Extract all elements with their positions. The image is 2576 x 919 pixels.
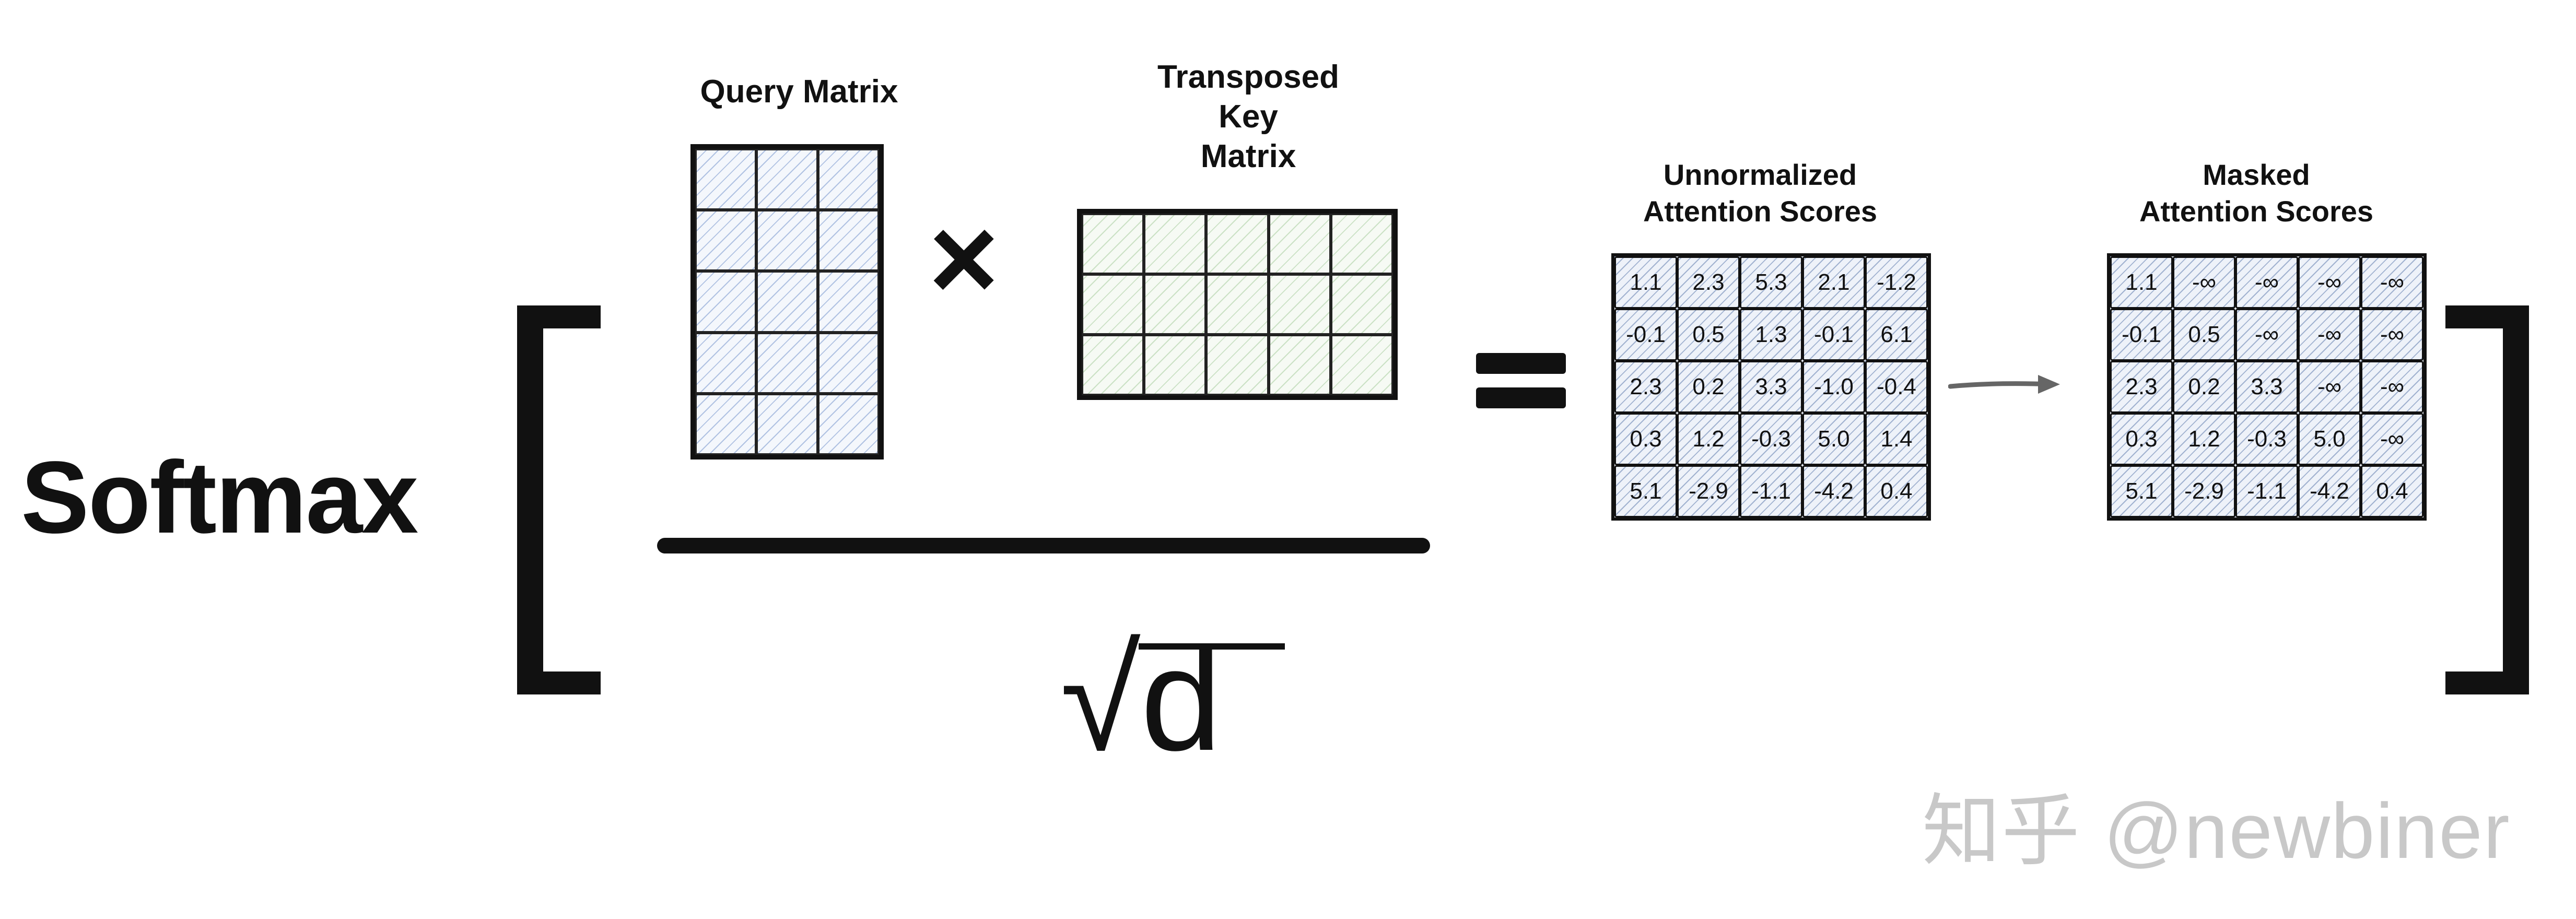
matrix-cell <box>817 393 879 455</box>
score-cell: -∞ <box>2361 413 2423 465</box>
score-cell: 2.3 <box>1677 256 1740 309</box>
masked-scores-title: Masked Attention Scores <box>2139 158 2374 228</box>
score-cell: -2.9 <box>1677 465 1740 517</box>
score-cell: -1.0 <box>1802 361 1865 413</box>
matrix-cell <box>1206 335 1269 395</box>
matrix-cell <box>695 149 757 210</box>
matrix-cell <box>1144 214 1207 274</box>
score-cell: 0.4 <box>2361 465 2423 517</box>
matrix-cell <box>695 332 757 394</box>
matrix-cell <box>756 332 818 394</box>
unnormalized-scores-title: Unnormalized Attention Scores <box>1643 158 1878 228</box>
score-cell: 3.3 <box>1740 361 1802 413</box>
matrix-cell <box>756 210 818 272</box>
score-cell: 5.0 <box>1802 413 1865 465</box>
score-cell: -∞ <box>2235 309 2298 361</box>
score-cell: 5.0 <box>2298 413 2361 465</box>
score-cell: -1.1 <box>2235 465 2298 517</box>
softmax-label: Softmax <box>21 440 418 555</box>
matrix-cell <box>1206 214 1269 274</box>
score-cell: -∞ <box>2361 361 2423 413</box>
score-cell: 5.1 <box>1614 465 1677 517</box>
score-cell: 1.2 <box>2173 413 2235 465</box>
score-cell: -∞ <box>2298 309 2361 361</box>
matrix-cell <box>1082 335 1144 395</box>
score-cell: 1.3 <box>1740 309 1802 361</box>
score-cell: -∞ <box>2361 309 2423 361</box>
score-cell: 0.3 <box>1614 413 1677 465</box>
matrix-cell <box>695 271 757 333</box>
score-cell: 0.5 <box>1677 309 1740 361</box>
matrix-cell <box>817 271 879 333</box>
score-cell: 2.3 <box>2110 361 2173 413</box>
matrix-cell <box>1144 335 1207 395</box>
query-matrix-title: Query Matrix <box>700 74 898 110</box>
key-matrix-title: Transposed Key Matrix <box>1157 59 1339 174</box>
score-cell: -4.2 <box>1802 465 1865 517</box>
score-cell: -1.1 <box>1740 465 1802 517</box>
matrix-cell <box>756 393 818 455</box>
key-matrix <box>1077 209 1398 400</box>
matrix-cell <box>695 393 757 455</box>
score-cell: -1.2 <box>1865 256 1928 309</box>
score-cell: 5.3 <box>1740 256 1802 309</box>
score-cell: 6.1 <box>1865 309 1928 361</box>
matrix-cell <box>1330 274 1393 335</box>
matrix-cell <box>1082 274 1144 335</box>
watermark: 知乎 @newbiner <box>1922 787 2511 875</box>
fraction-line <box>657 538 1430 553</box>
score-cell: 0.4 <box>1865 465 1928 517</box>
score-cell: 0.5 <box>2173 309 2235 361</box>
score-cell: -0.1 <box>2110 309 2173 361</box>
arrow-icon <box>1948 375 2060 394</box>
score-cell: 1.2 <box>1677 413 1740 465</box>
query-matrix <box>690 144 884 460</box>
matrix-cell <box>695 210 757 272</box>
matrix-cell <box>1268 274 1331 335</box>
score-cell: 3.3 <box>2235 361 2298 413</box>
matrix-cell <box>1082 214 1144 274</box>
matrix-cell <box>756 271 818 333</box>
score-cell: -∞ <box>2235 256 2298 309</box>
score-cell: -4.2 <box>2298 465 2361 517</box>
score-cell: 1.1 <box>2110 256 2173 309</box>
score-cell: -∞ <box>2298 256 2361 309</box>
score-cell: 0.2 <box>2173 361 2235 413</box>
score-cell: -∞ <box>2173 256 2235 309</box>
matrix-cell <box>1268 214 1331 274</box>
matrix-cell <box>817 210 879 272</box>
score-cell: 2.3 <box>1614 361 1677 413</box>
matrix-cell <box>1330 335 1393 395</box>
matrix-cell <box>817 149 879 210</box>
score-cell: -∞ <box>2298 361 2361 413</box>
sqrt-d-denominator: √d <box>1060 618 1222 781</box>
score-cell: -2.9 <box>2173 465 2235 517</box>
matrix-cell <box>1206 274 1269 335</box>
score-cell: 2.1 <box>1802 256 1865 309</box>
score-cell: -0.3 <box>2235 413 2298 465</box>
matrix-cell <box>1330 214 1393 274</box>
score-cell: -0.4 <box>1865 361 1928 413</box>
score-cell: 5.1 <box>2110 465 2173 517</box>
score-cell: 0.2 <box>1677 361 1740 413</box>
sqrt-vinculum <box>1139 643 1285 650</box>
matrix-cell <box>1268 335 1331 395</box>
score-cell: 1.1 <box>1614 256 1677 309</box>
score-cell: -0.1 <box>1802 309 1865 361</box>
score-cell: -∞ <box>2361 256 2423 309</box>
score-cell: 0.3 <box>2110 413 2173 465</box>
matrix-cell <box>817 332 879 394</box>
matrix-cell <box>756 149 818 210</box>
matrix-cell <box>1144 274 1207 335</box>
score-cell: -0.3 <box>1740 413 1802 465</box>
score-cell: -0.1 <box>1614 309 1677 361</box>
score-cell: 1.4 <box>1865 413 1928 465</box>
multiply-symbol: × <box>929 191 999 325</box>
